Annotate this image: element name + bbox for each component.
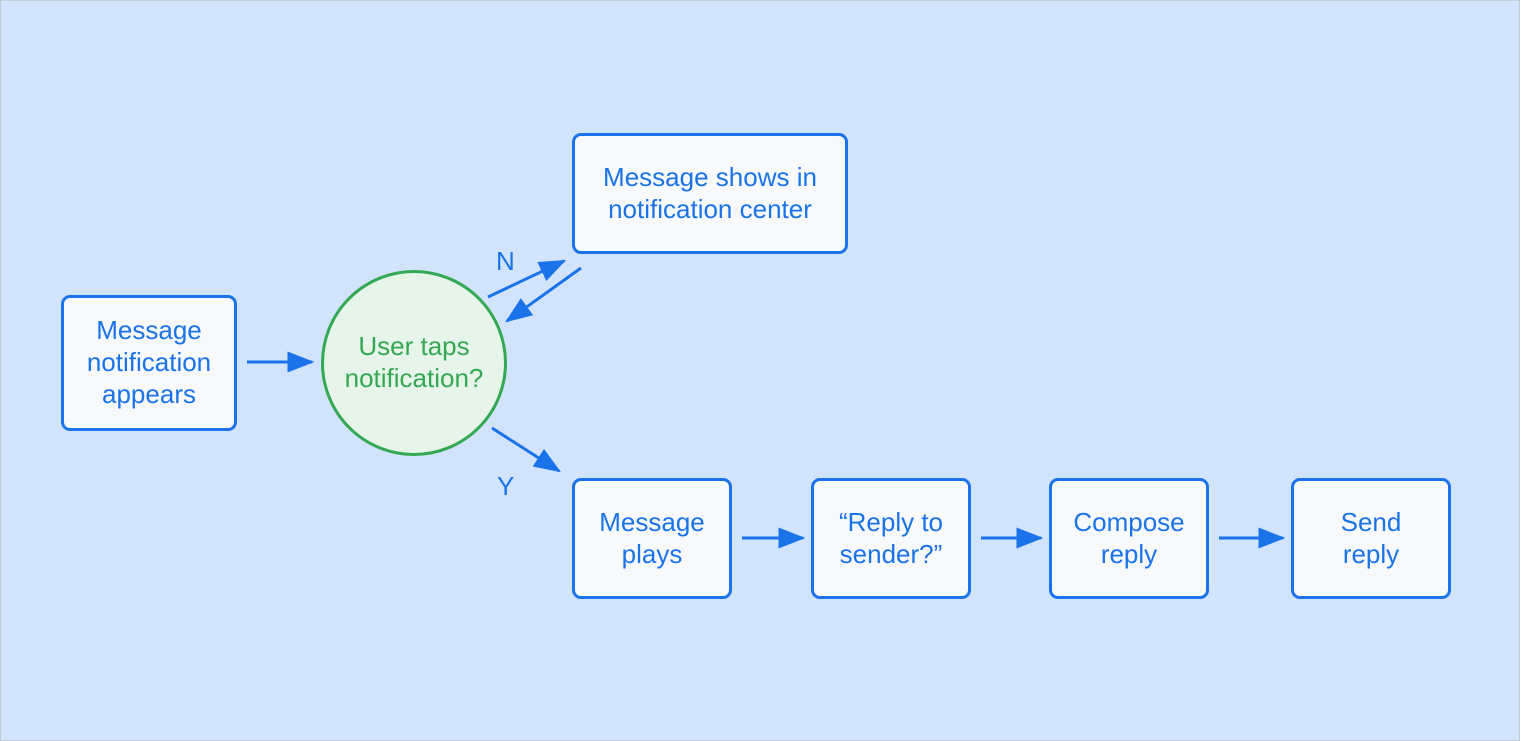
node-label: “Reply to sender?” xyxy=(838,506,944,569)
node-message-shows-in-notification-center[interactable]: Message shows in notification center xyxy=(572,133,848,254)
edge-label-yes: Y xyxy=(497,471,515,501)
node-compose-reply[interactable]: Compose reply xyxy=(1049,478,1209,599)
node-label: Message shows in notification center xyxy=(603,161,817,224)
node-message-plays[interactable]: Message plays xyxy=(572,478,732,599)
node-message-notification-appears[interactable]: Message notification appears xyxy=(61,295,237,431)
node-label: Send reply xyxy=(1340,506,1402,569)
node-label: User taps notification? xyxy=(344,331,484,393)
node-user-taps-notification[interactable]: User taps notification? xyxy=(321,270,507,456)
node-reply-to-sender[interactable]: “Reply to sender?” xyxy=(811,478,971,599)
edge-label-no: N xyxy=(496,246,515,276)
node-send-reply[interactable]: Send reply xyxy=(1291,478,1451,599)
node-label: Compose reply xyxy=(1073,506,1185,569)
edge-decision-to-message-plays xyxy=(491,426,562,473)
edge-decision-to-notification-center xyxy=(487,259,567,299)
edge-notification-center-to-decision xyxy=(505,266,582,323)
node-label: Message notification appears xyxy=(86,315,212,409)
node-label: Message plays xyxy=(599,506,705,569)
